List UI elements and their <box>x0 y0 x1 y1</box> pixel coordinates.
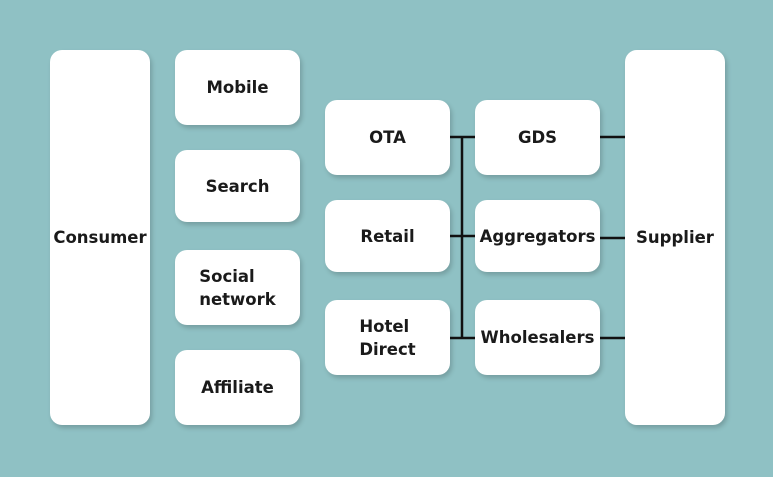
ota-label: OTA <box>369 128 406 147</box>
social-network-line-1: Social <box>199 266 255 286</box>
social-network-line-2: network <box>199 289 276 309</box>
hotel-direct-line-1: Hotel <box>359 316 410 336</box>
wholesalers-label: Wholesalers <box>480 328 595 347</box>
search-node: Search <box>175 150 300 222</box>
retail-node: Retail <box>325 200 450 272</box>
affiliate-node: Affiliate <box>175 350 300 425</box>
ota-node: OTA <box>325 100 450 175</box>
social-network-node: Social network <box>175 250 300 325</box>
retail-label: Retail <box>360 226 415 246</box>
hotel-direct-node: Hotel Direct <box>325 300 450 375</box>
supplier-label: Supplier <box>636 228 714 247</box>
mobile-node: Mobile <box>175 50 300 125</box>
hotel-direct-line-2: Direct <box>359 339 416 359</box>
gds-label: GDS <box>517 128 558 147</box>
affiliate-label: Affiliate <box>201 378 274 397</box>
gds-node: GDS <box>475 100 600 175</box>
hotel-direct-label: Hotel Direct <box>359 315 415 361</box>
wholesalers-node: Wholesalers <box>475 300 600 375</box>
mobile-label: Mobile <box>206 78 269 97</box>
supplier-node: Supplier <box>625 50 725 425</box>
social-network-label: Social network <box>199 265 276 311</box>
aggregators-label: Aggregators <box>479 226 596 246</box>
aggregators-node: Aggregators <box>475 200 600 272</box>
consumer-label: Consumer <box>53 228 147 247</box>
search-label: Search <box>205 176 270 196</box>
consumer-node: Consumer <box>50 50 150 425</box>
